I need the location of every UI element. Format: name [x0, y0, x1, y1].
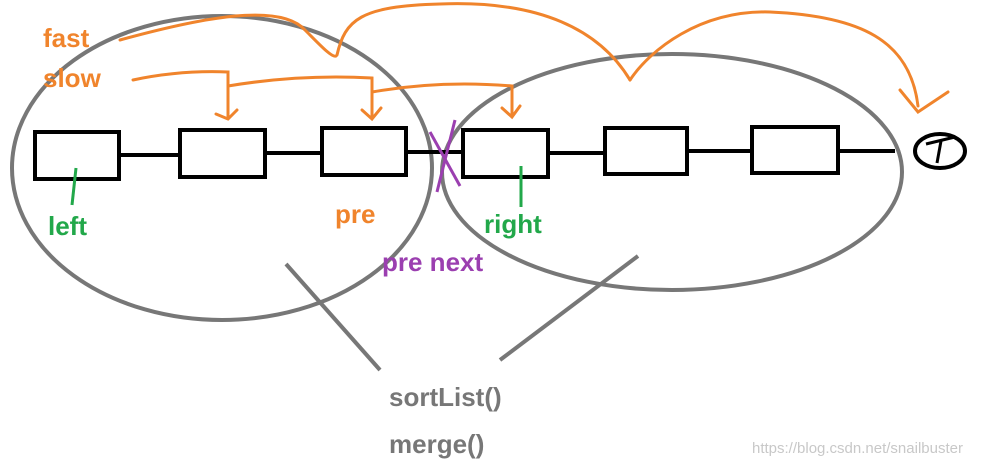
list-node-3 — [320, 126, 408, 177]
sortlist-label: sortList() — [389, 382, 502, 412]
list-node-2 — [178, 128, 267, 179]
pre-label: pre — [335, 199, 376, 229]
green-pointer-ticks — [70, 166, 523, 207]
fast-pointer-arrows — [118, 2, 950, 115]
cut-mark — [428, 119, 462, 193]
node-links — [119, 149, 895, 157]
null-icon — [913, 132, 967, 170]
watermark: https://blog.csdn.net/snailbuster — [752, 440, 963, 457]
list-node-6 — [750, 125, 840, 175]
pre-next-label: pre next — [382, 247, 484, 277]
call-connectors — [284, 254, 640, 372]
merge-label: merge() — [389, 429, 485, 459]
slow-label: slow — [43, 63, 101, 93]
list-node-5 — [603, 126, 689, 176]
right-label: right — [484, 209, 542, 239]
list-node-4 — [461, 128, 550, 179]
slow-pointer-arrows — [131, 70, 522, 122]
left-half-ellipse — [10, 14, 434, 322]
fast-label: fast — [43, 23, 90, 53]
left-label: left — [48, 211, 87, 241]
list-node-1 — [33, 130, 121, 181]
